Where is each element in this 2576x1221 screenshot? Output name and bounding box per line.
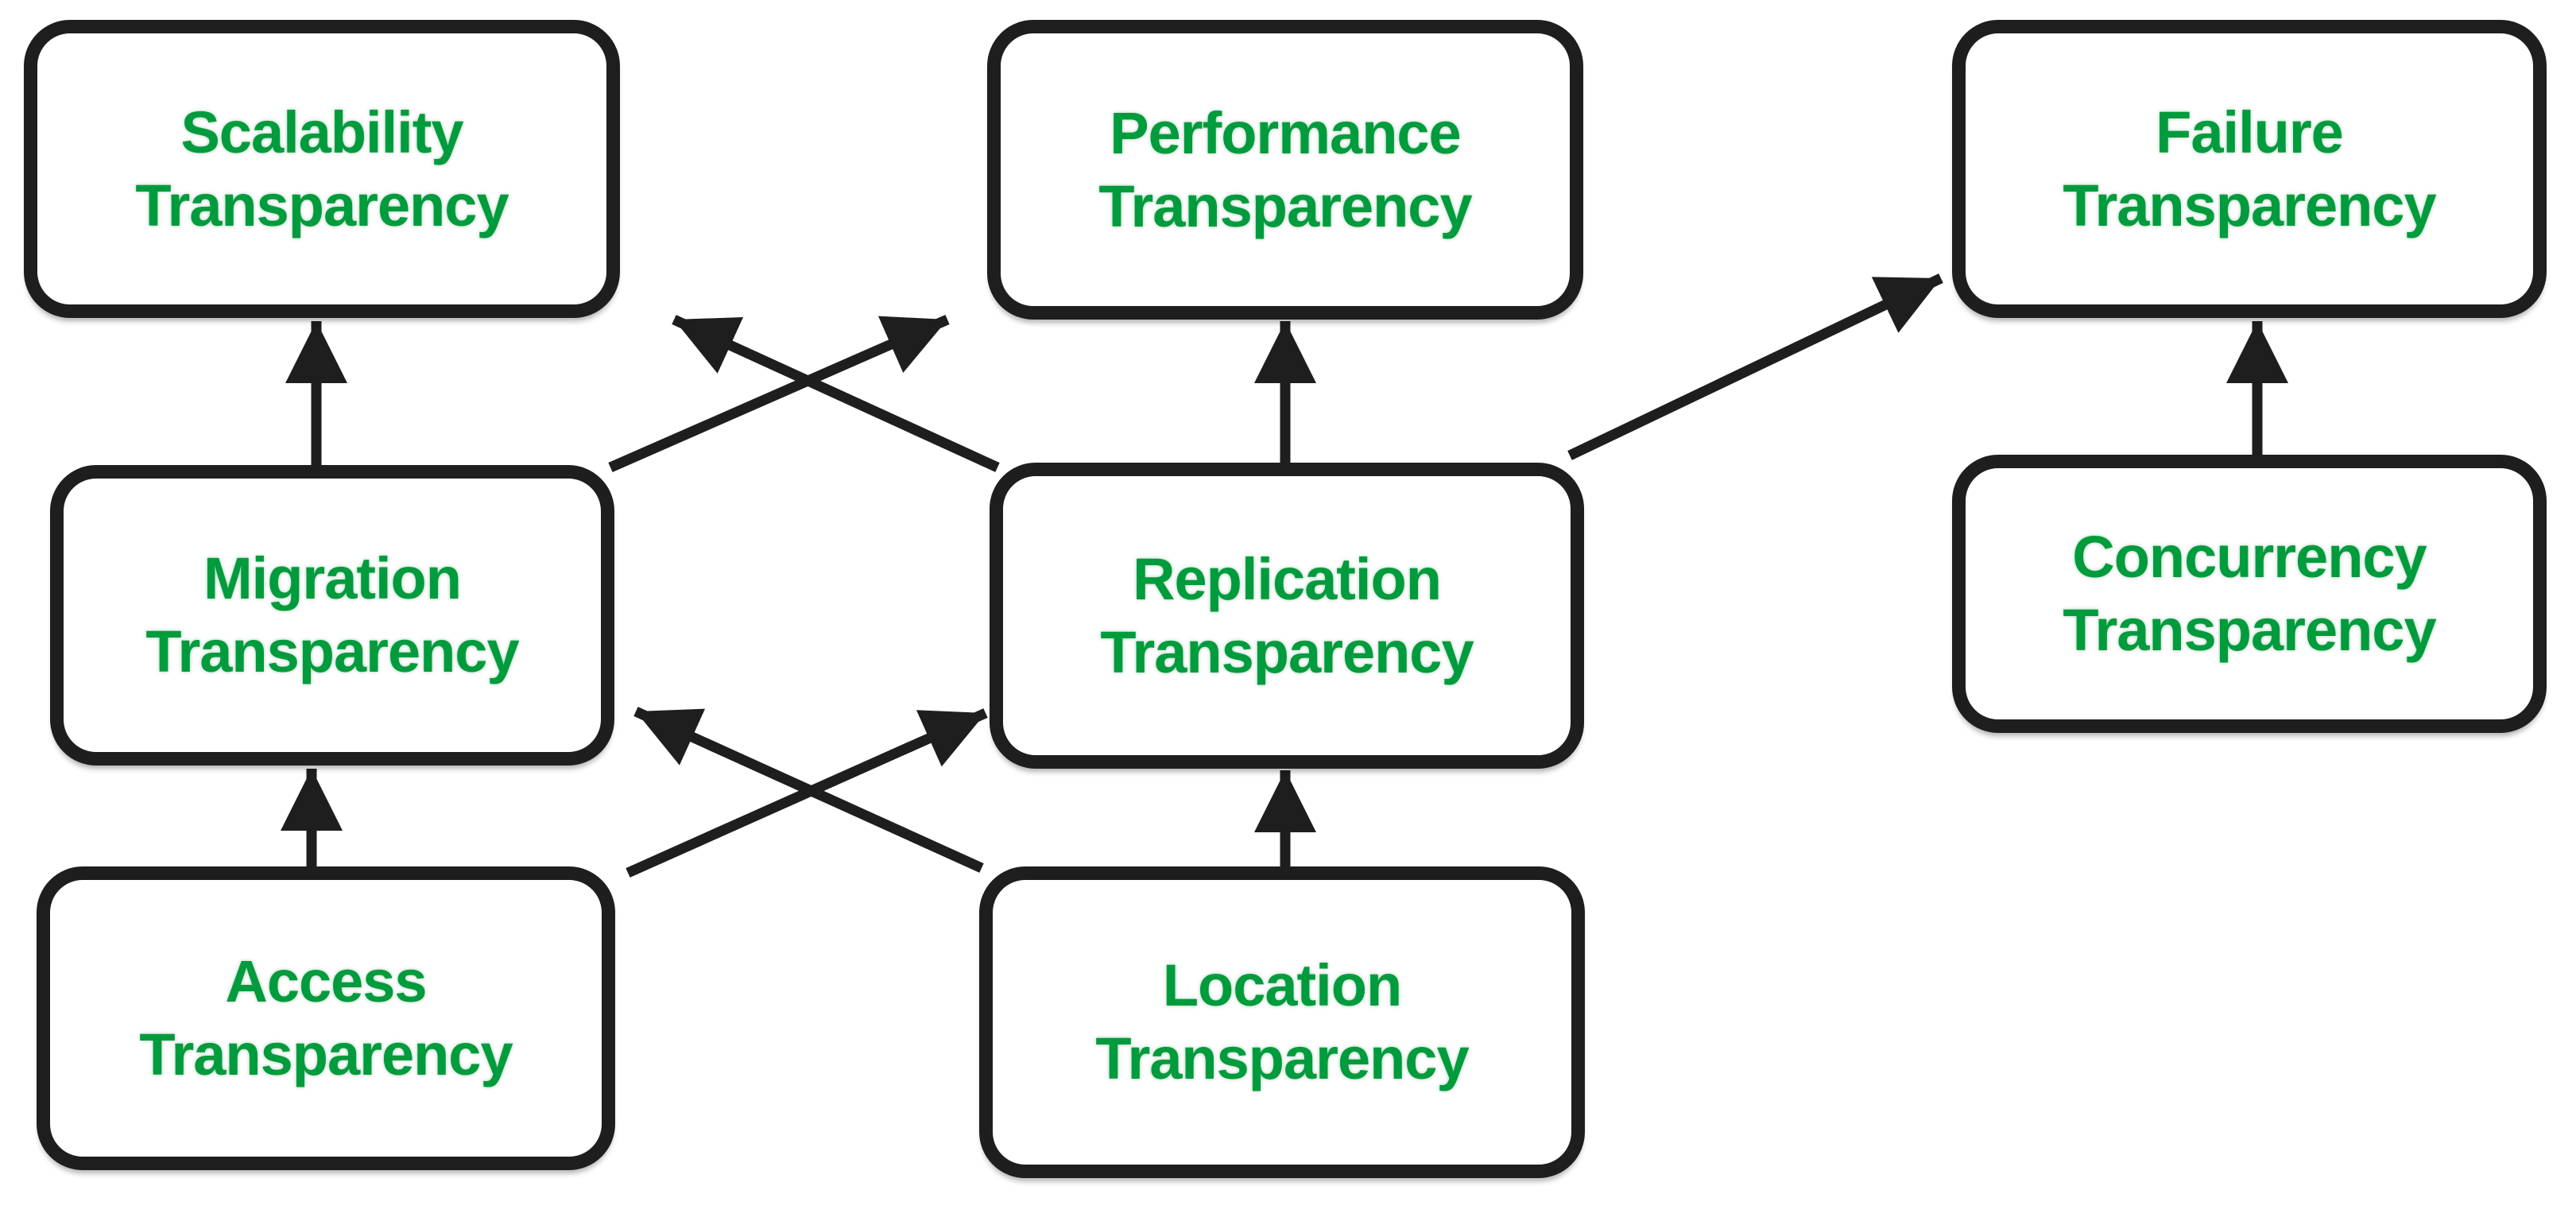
- node-label-line: Replication: [1133, 545, 1442, 612]
- node-location-transparency: Location Transparency: [979, 866, 1585, 1178]
- node-label-line: Performance: [1110, 99, 1461, 166]
- arrow-replication-to-scalability: [672, 315, 1000, 472]
- node-label-line: Scalability: [180, 99, 463, 165]
- node-failure-transparency: Failure Transparency: [1952, 20, 2547, 318]
- node-label-line: Transparency: [2063, 597, 2436, 663]
- node-label: Migration Transparency: [145, 542, 519, 688]
- node-label: Failure Transparency: [2063, 96, 2436, 242]
- node-migration-transparency: Migration Transparency: [50, 465, 614, 766]
- node-label-line: Transparency: [145, 618, 519, 684]
- node-scalability-transparency: Scalability Transparency: [24, 20, 620, 318]
- node-label-line: Transparency: [1098, 172, 1472, 239]
- node-performance-transparency: Performance Transparency: [987, 20, 1583, 320]
- node-label: Concurrency Transparency: [2063, 521, 2436, 667]
- arrow-location-to-migration: [633, 707, 984, 873]
- node-label-line: Transparency: [139, 1021, 513, 1087]
- node-label-line: Transparency: [2063, 172, 2436, 238]
- node-label: Scalability Transparency: [135, 96, 509, 242]
- node-label-line: Location: [1162, 952, 1402, 1018]
- node-label: Performance Transparency: [1098, 97, 1472, 243]
- node-label: Replication Transparency: [1100, 543, 1474, 689]
- node-label-line: Access: [225, 948, 427, 1014]
- node-label-line: Transparency: [135, 172, 509, 238]
- node-label-line: Failure: [2156, 99, 2344, 165]
- node-access-transparency: Access Transparency: [37, 866, 615, 1170]
- arrow-migration-to-performance: [608, 315, 950, 472]
- node-concurrency-transparency: Concurrency Transparency: [1952, 455, 2547, 733]
- node-label-line: Migration: [203, 545, 462, 611]
- arrow-replication-to-failure: [1567, 273, 1943, 460]
- node-label-line: Transparency: [1100, 618, 1474, 685]
- node-label: Access Transparency: [139, 945, 513, 1091]
- node-label-line: Concurrency: [2072, 524, 2427, 590]
- node-replication-transparency: Replication Transparency: [990, 463, 1584, 769]
- node-label: Location Transparency: [1095, 949, 1469, 1095]
- node-label-line: Transparency: [1095, 1025, 1469, 1091]
